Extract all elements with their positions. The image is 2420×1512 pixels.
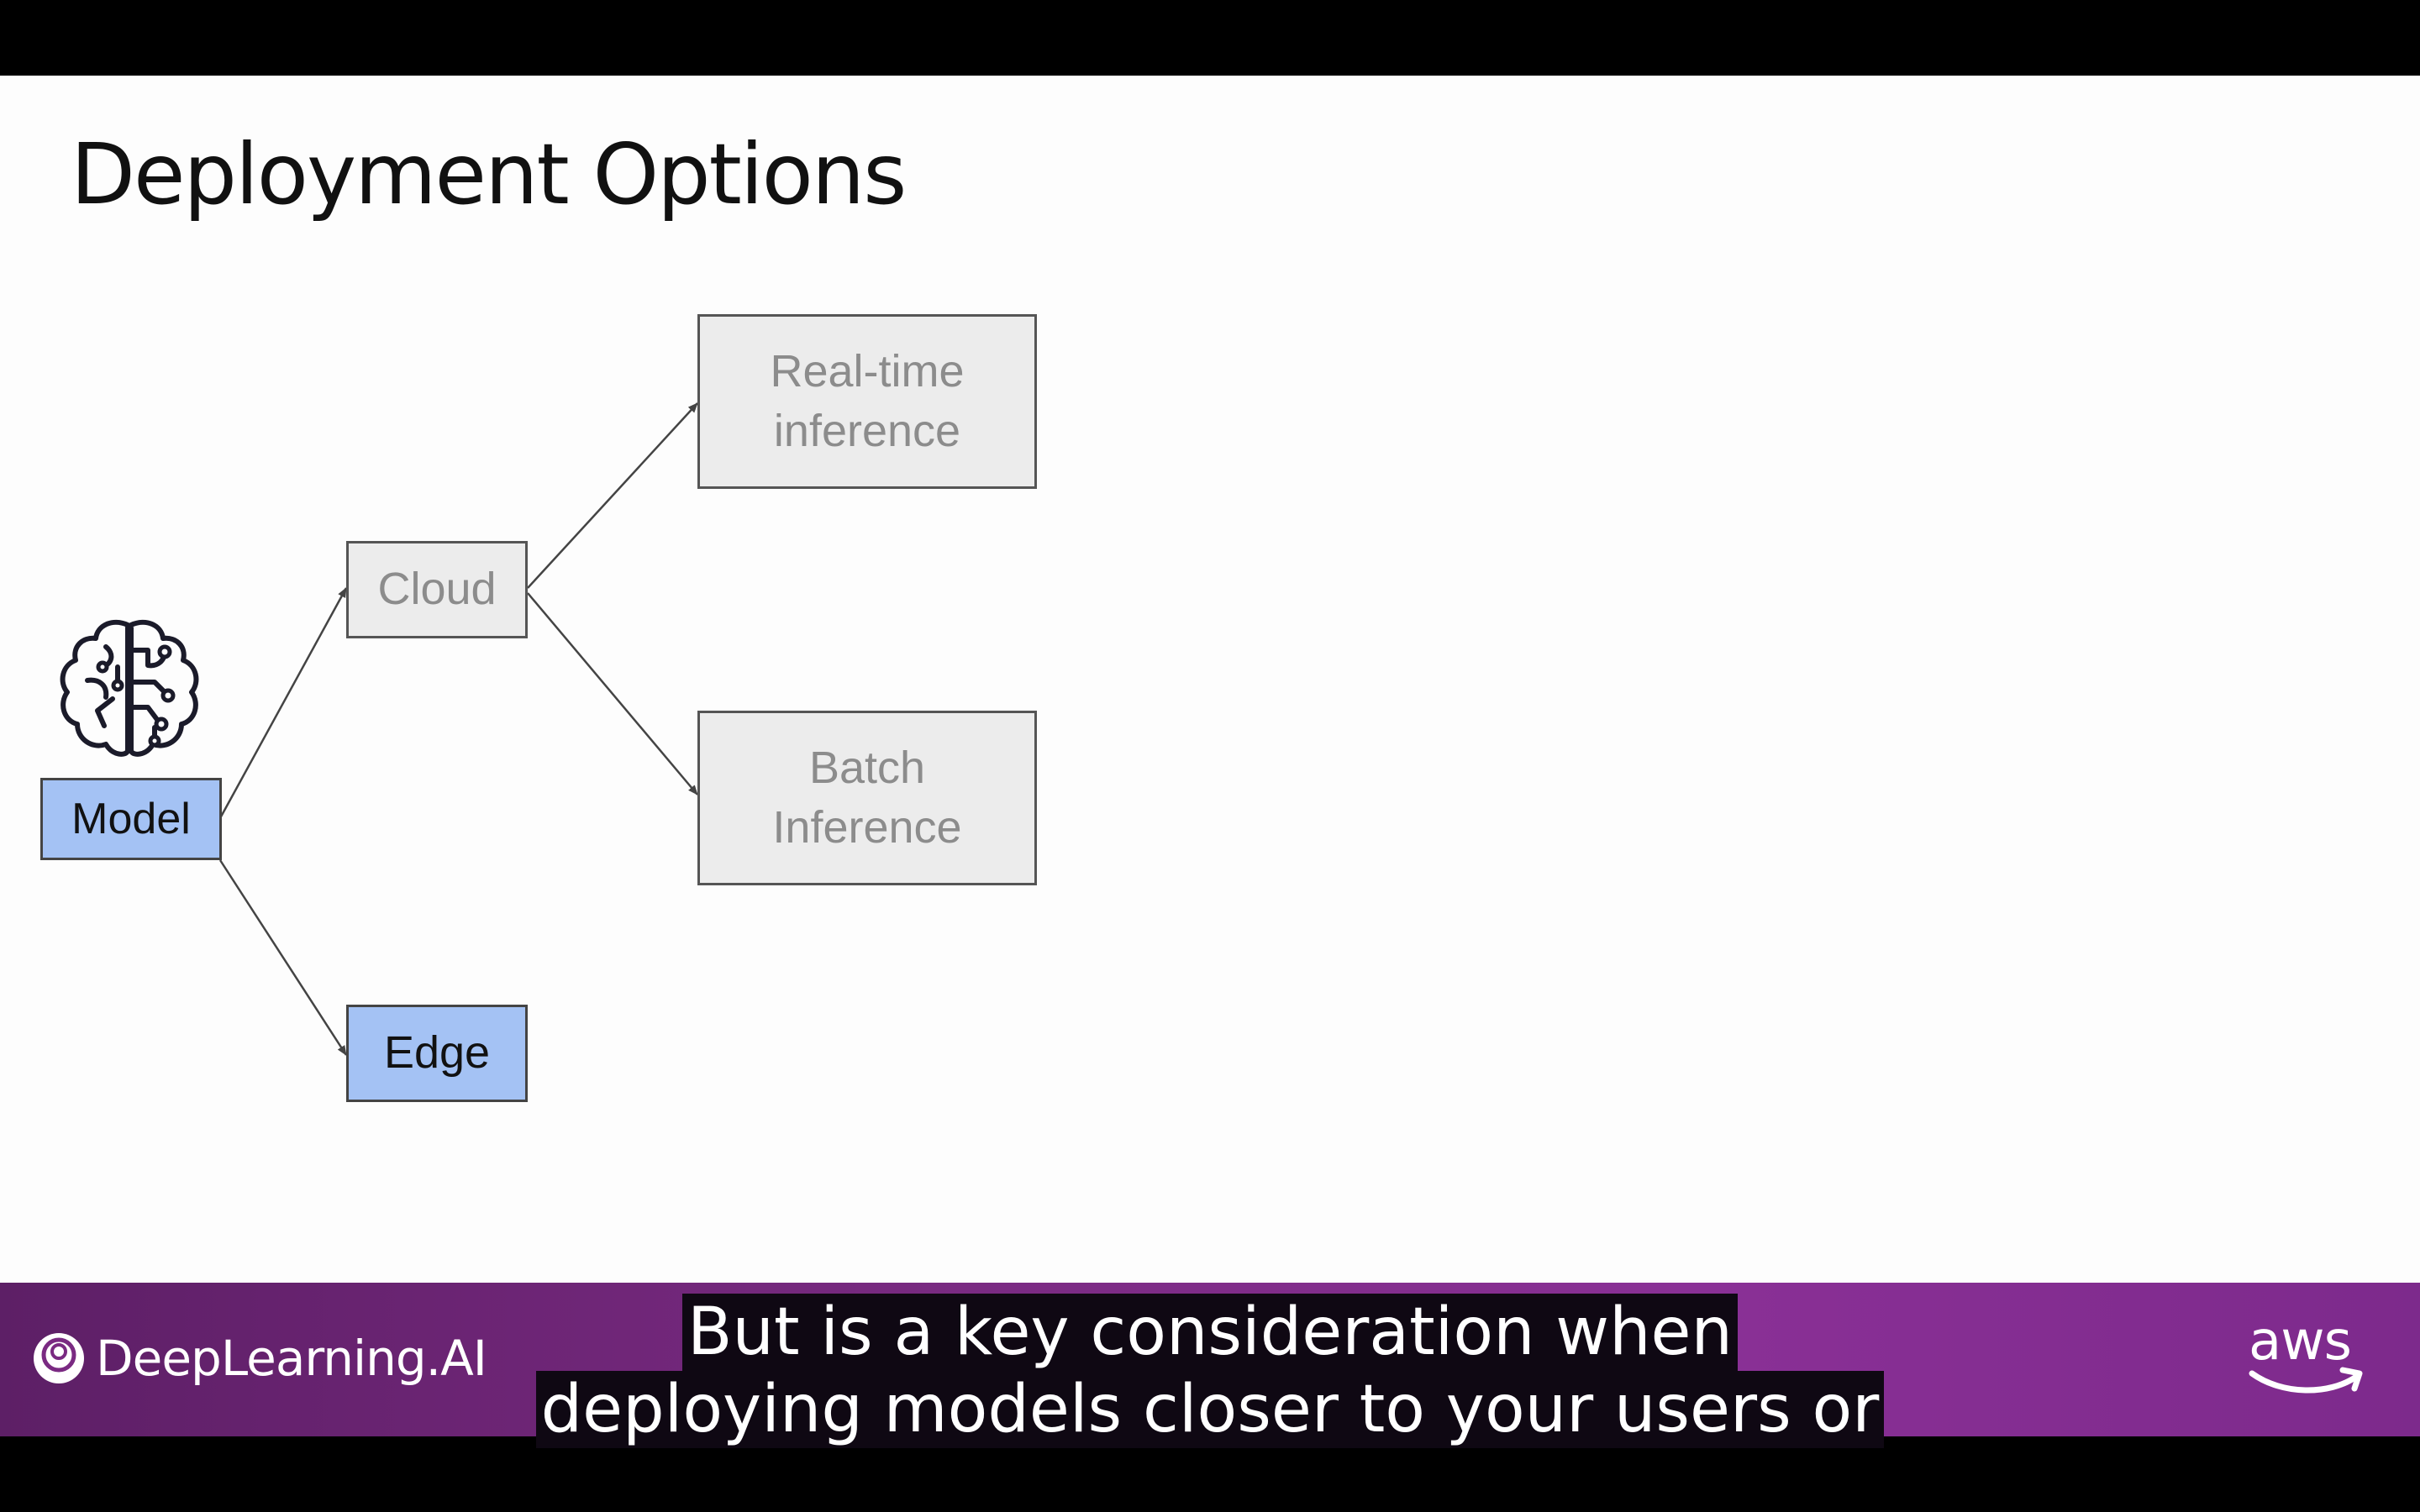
arrow-model-to-cloud bbox=[218, 587, 348, 819]
diagram-connectors bbox=[218, 402, 698, 1056]
edge-node: Edge bbox=[346, 1005, 528, 1102]
realtime-inference-node: Real-time inference bbox=[697, 314, 1037, 489]
aws-logo: aws bbox=[2249, 1315, 2366, 1407]
deeplearning-ai-logo: DeepLearning.AI bbox=[30, 1330, 487, 1387]
subtitle-line-2: deploying models closer to your users or bbox=[535, 1371, 1885, 1448]
subtitles: But is a key consideration when deployin… bbox=[0, 1294, 2420, 1448]
arrow-model-to-edge bbox=[218, 859, 348, 1056]
subtitle-line-1: But is a key consideration when bbox=[682, 1294, 1738, 1371]
slide-title: Deployment Options bbox=[71, 125, 907, 223]
batch-inference-node: Batch Inference bbox=[697, 711, 1037, 885]
model-node: Model bbox=[40, 778, 222, 860]
deeplearning-ai-logo-icon bbox=[34, 1333, 84, 1383]
aws-wordmark: aws bbox=[2249, 1310, 2352, 1373]
cloud-node: Cloud bbox=[346, 541, 528, 638]
brain-circuit-icon bbox=[60, 619, 199, 757]
arrow-cloud-to-realtime bbox=[527, 402, 698, 589]
slide: Deployment Options bbox=[0, 76, 2420, 1283]
arrow-cloud-to-batch bbox=[527, 592, 698, 795]
aws-smile-icon bbox=[2249, 1367, 2363, 1394]
deeplearning-ai-wordmark: DeepLearning.AI bbox=[96, 1330, 487, 1387]
